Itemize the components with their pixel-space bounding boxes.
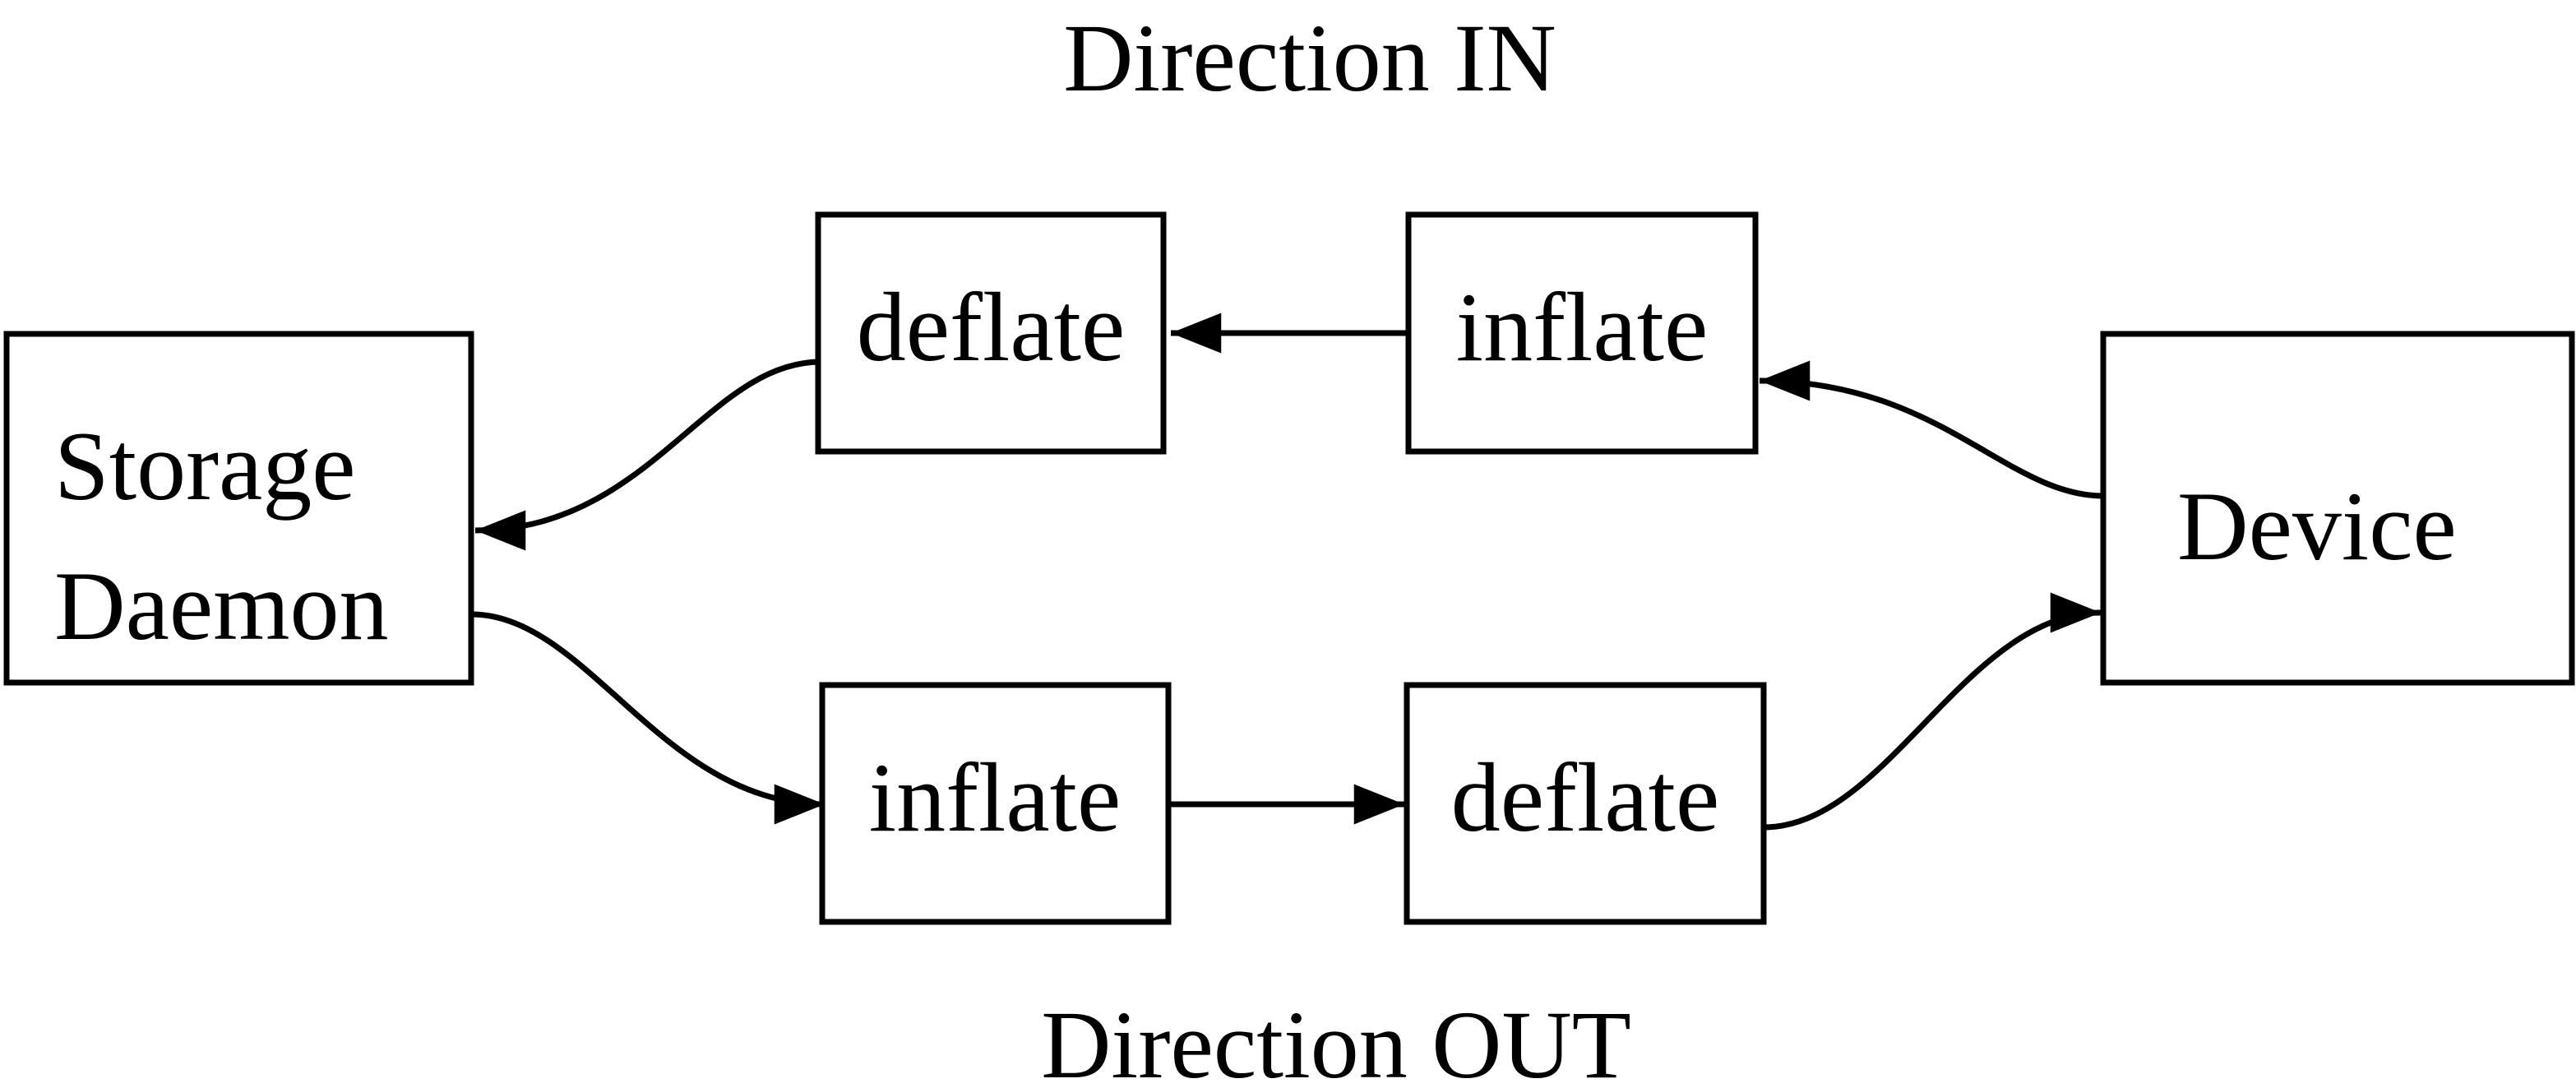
storage-daemon-label-line2: Daemon — [54, 551, 389, 660]
inflate-out-label: inflate — [869, 743, 1122, 852]
deflate-in-box — [815, 211, 1167, 455]
title-direction-in: Direction IN — [1063, 4, 1556, 112]
edge-storage-daemon-to-inflate-out-arrow — [470, 611, 826, 825]
edge-deflate-out-to-device-arrow — [1763, 592, 2102, 831]
node-inflate-out: inflate — [819, 682, 1172, 925]
deflate-out-box — [1404, 682, 1767, 925]
deflate-out-label: deflate — [1451, 743, 1719, 852]
edge-deflate-in-to-storage-daemon-arrow — [474, 359, 821, 551]
device-label: Device — [2177, 471, 2457, 581]
storage-daemon-box — [3, 331, 474, 686]
inflate-out-box — [819, 682, 1172, 925]
node-storage-daemon: Storage Daemon — [3, 331, 474, 686]
node-deflate-in: deflate — [815, 211, 1167, 455]
device-box — [2100, 331, 2575, 686]
inflate-in-box — [1405, 211, 1759, 455]
node-deflate-out: deflate — [1404, 682, 1767, 925]
title-direction-out: Direction OUT — [1041, 991, 1631, 1088]
edge-device-to-inflate-in-arrow — [1759, 360, 2104, 499]
node-device: Device — [2100, 331, 2575, 686]
inflate-in-label: inflate — [1456, 272, 1709, 382]
node-inflate-in: inflate — [1405, 211, 1759, 455]
deflate-in-label: deflate — [857, 272, 1125, 382]
storage-daemon-label-line1: Storage — [54, 411, 356, 521]
